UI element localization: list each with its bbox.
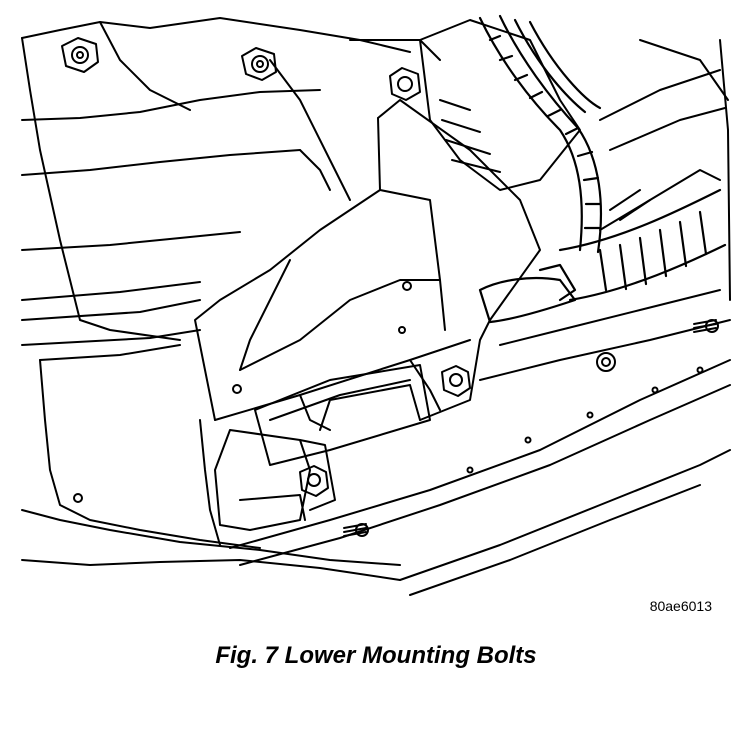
- lower-mounting-bolt-1: [441, 365, 471, 397]
- threaded-stud-2: [343, 523, 369, 537]
- lower-insulator: [214, 364, 431, 531]
- threaded-stud-1: [693, 319, 719, 333]
- flange-bolt-1: [61, 37, 99, 73]
- line-drawing: [21, 14, 731, 596]
- cross-member: [229, 289, 731, 596]
- figure-reference-code: 80ae6013: [649, 598, 712, 614]
- right-frame: [599, 39, 731, 301]
- mounting-bracket: [194, 99, 541, 431]
- wiring-harness: [478, 14, 727, 324]
- drain-plug: [596, 352, 616, 372]
- connector-block: [419, 19, 721, 231]
- lower-mounting-bolt-2: [299, 465, 329, 497]
- lower-housing: [21, 344, 401, 581]
- flange-bolt-3: [389, 67, 421, 101]
- housing-outline: [21, 17, 441, 346]
- figure-caption: Fig. 7 Lower Mounting Bolts: [215, 642, 537, 669]
- flange-bolt-2: [241, 47, 277, 81]
